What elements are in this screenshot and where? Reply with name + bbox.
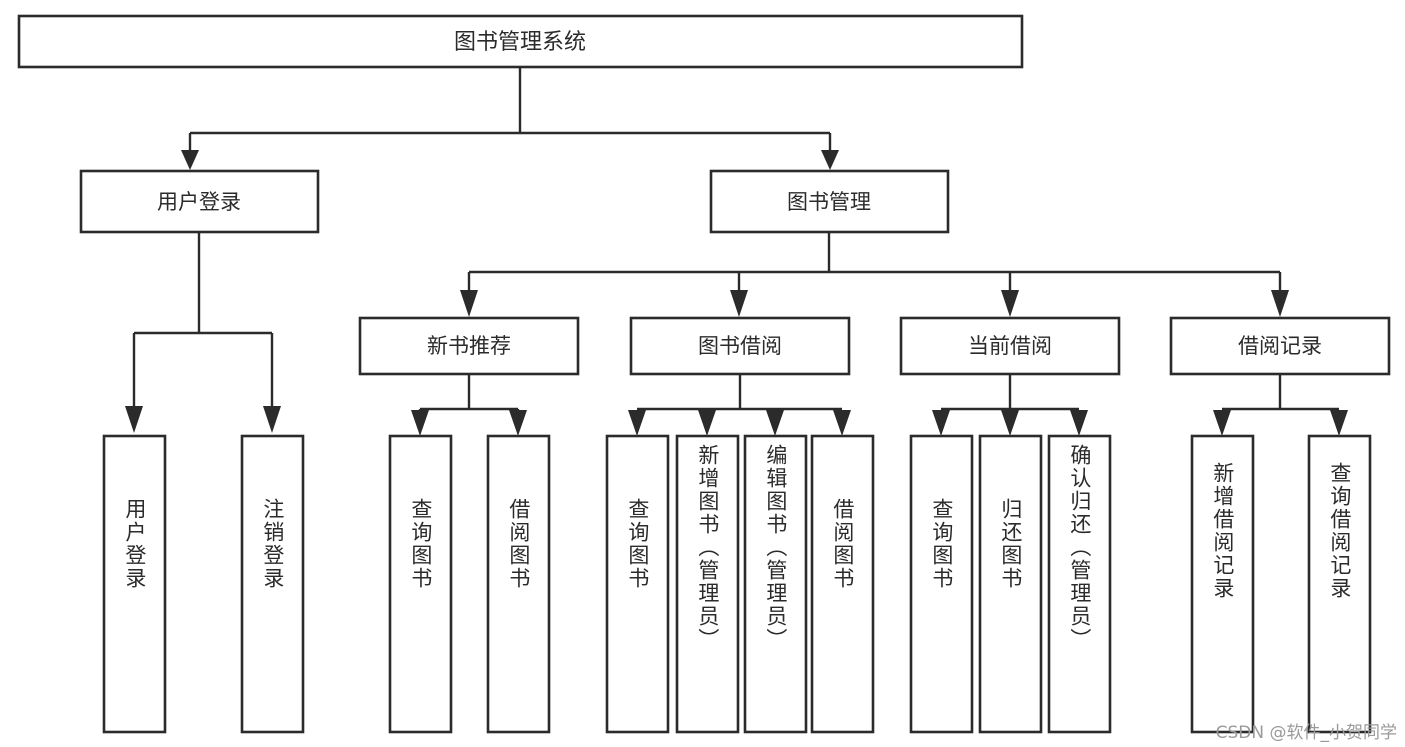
leaf-box: [1047, 434, 1112, 734]
leaf-box: [1190, 434, 1255, 734]
book-manage-box: [709, 169, 950, 234]
leaf-node-bb-borrow-book[interactable]: [810, 434, 875, 734]
connectors-book-borrow-to-leaves: [628, 374, 851, 436]
leaf-node-bb-add-book[interactable]: [675, 434, 740, 734]
arrow-head-leaf-user-login: [125, 406, 143, 433]
root-box: [17, 14, 1024, 69]
book-borrow-box: [629, 316, 851, 376]
node-current-borrow[interactable]: 当前借阅: [899, 316, 1121, 376]
leaf-box: [810, 434, 875, 734]
borrow-record-box: [1169, 316, 1391, 376]
current-borrow-label: 当前借阅: [968, 334, 1052, 358]
leaf-box: [743, 434, 808, 734]
leaf-node-br-add-record[interactable]: [1190, 434, 1255, 734]
leaf-box: [486, 434, 551, 734]
arrow-head-cb-leaf-2: [1070, 410, 1088, 436]
arrow-head-current-borrow: [1001, 290, 1019, 317]
leaf-box: [388, 434, 453, 734]
leaf-node-cb-query-book[interactable]: [909, 434, 974, 734]
arrow-head-bb-leaf-0: [628, 410, 646, 436]
leaf-node-cb-confirm-return[interactable]: [1047, 434, 1112, 734]
current-borrow-box: [899, 316, 1121, 376]
arrow-head-nb-leaf-1: [509, 410, 527, 436]
connectors-book-manage-to-level3: [460, 232, 1289, 317]
leaf-box: [909, 434, 974, 734]
arrow-head-bb-leaf-3: [833, 410, 851, 436]
node-user-login[interactable]: 用户登录: [79, 169, 320, 234]
leaf-node-user-login[interactable]: [102, 434, 167, 734]
arrow-head-cb-leaf-0: [932, 410, 950, 436]
arrow-head-nb-leaf-0: [411, 410, 429, 436]
connectors-root-to-level2: [181, 67, 839, 170]
arrow-head-br-leaf-0: [1213, 410, 1231, 436]
connectors-borrow-record-to-leaves: [1213, 374, 1348, 436]
arrow-head-new-book: [460, 290, 478, 317]
new-book-label: 新书推荐: [427, 334, 511, 358]
leaf-box: [978, 434, 1043, 734]
node-root[interactable]: 图书管理系统: [17, 14, 1024, 69]
book-manage-label: 图书管理: [787, 190, 871, 214]
leaf-box: [605, 434, 670, 734]
arrow-head-bb-leaf-1: [698, 410, 716, 436]
connectors-user-login-to-leaves: [125, 232, 281, 433]
arrow-head-borrow-record: [1271, 290, 1289, 317]
arrow-head-leaf-logout: [263, 406, 281, 433]
connectors-new-book-to-leaves: [411, 374, 527, 436]
leaf-node-bb-query-book[interactable]: [605, 434, 670, 734]
leaf-node-nb-query-book[interactable]: [388, 434, 453, 734]
leaf-node-br-query-record[interactable]: [1307, 434, 1372, 734]
arrow-head-bb-leaf-2: [766, 410, 784, 436]
leaf-box: [675, 434, 740, 734]
new-book-box: [358, 316, 580, 376]
leaf-node-cb-return-book[interactable]: [978, 434, 1043, 734]
node-book-manage[interactable]: 图书管理: [709, 169, 950, 234]
leaf-box: [1307, 434, 1372, 734]
arrow-head-user-login: [181, 150, 199, 170]
connectors-current-borrow-to-leaves: [932, 374, 1088, 436]
node-new-book[interactable]: 新书推荐: [358, 316, 580, 376]
leaf-box: [240, 434, 305, 734]
leaf-box: [102, 434, 167, 734]
user-login-label: 用户登录: [157, 190, 241, 214]
leaf-node-bb-edit-book[interactable]: [743, 434, 808, 734]
arrow-head-book-manage: [821, 150, 839, 170]
root-label: 图书管理系统: [454, 30, 586, 55]
arrow-head-br-leaf-1: [1330, 410, 1348, 436]
node-borrow-record[interactable]: 借阅记录: [1169, 316, 1391, 376]
node-book-borrow[interactable]: 图书借阅: [629, 316, 851, 376]
book-borrow-label: 图书借阅: [698, 334, 782, 358]
arrow-head-cb-leaf-1: [1001, 410, 1019, 436]
borrow-record-label: 借阅记录: [1238, 334, 1322, 358]
leaf-node-nb-borrow-book[interactable]: [486, 434, 551, 734]
leaf-node-logout[interactable]: [240, 434, 305, 734]
arrow-head-book-borrow: [730, 290, 748, 317]
